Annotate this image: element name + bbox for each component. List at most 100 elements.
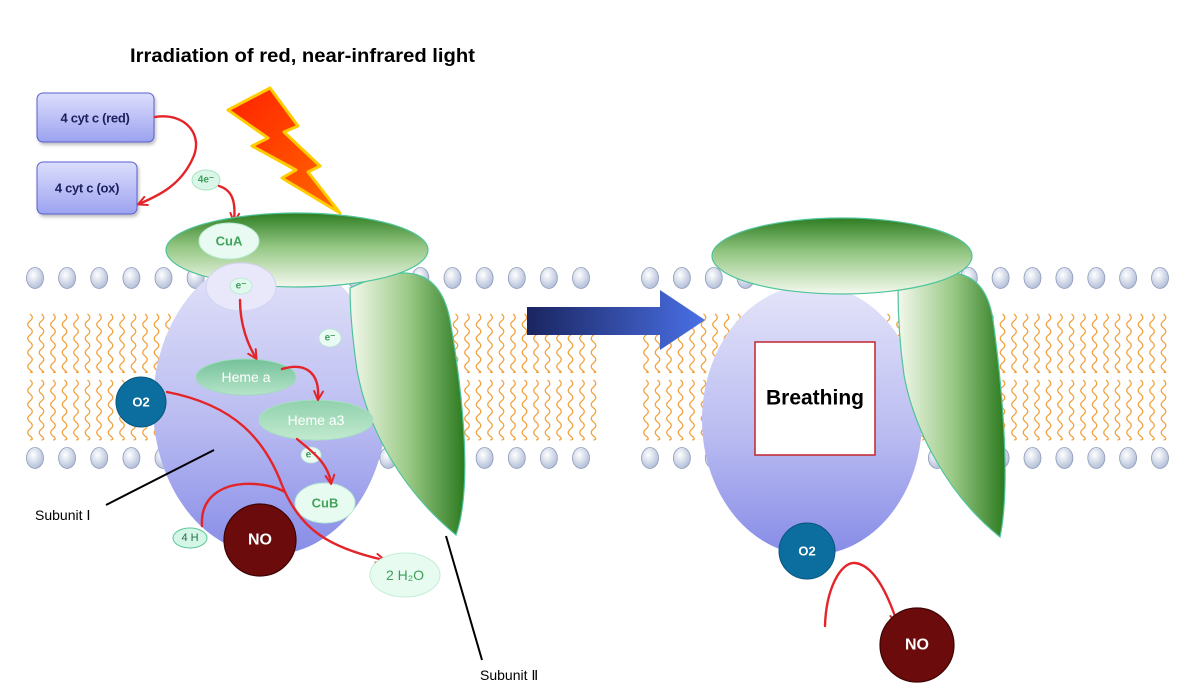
lipid-head: [704, 267, 723, 289]
lipid-tail: [73, 379, 79, 441]
lipid-tail: [464, 379, 470, 441]
lipid-tail: [1114, 379, 1121, 441]
cyt-c-oxidized-box: [36, 161, 138, 215]
four-electrons-label: 4e⁻: [198, 175, 214, 186]
lipid-tail: [544, 379, 551, 441]
lipid-tail: [521, 379, 528, 441]
lipid-tail: [107, 379, 114, 441]
electron-badge-2: [318, 328, 342, 348]
lipid-tail: [1034, 313, 1040, 374]
lipid-tail: [556, 379, 562, 441]
lipid-tail: [1011, 313, 1017, 374]
lipid-head: [58, 447, 76, 469]
lipid-head: [540, 447, 558, 469]
lipid-tail: [1057, 379, 1063, 441]
lipid-tail: [1080, 313, 1086, 374]
cyt-c-oxidized-label: 4 cyt c (ox): [55, 181, 119, 196]
lipid-tail: [510, 379, 516, 441]
lipid-tail: [61, 379, 68, 441]
lipid-tail: [475, 379, 482, 441]
lipid-head: [1119, 447, 1137, 469]
electron-to-heme-a-arrow: [238, 298, 258, 360]
lipid-tail: [1091, 313, 1098, 374]
lipid-tail: [119, 313, 125, 374]
lipid-head: [26, 447, 44, 469]
lipid-tail: [1137, 313, 1144, 374]
lipid-tail: [1022, 313, 1029, 374]
cua-site: [198, 222, 260, 260]
lipid-tail: [153, 313, 160, 374]
lipid-tail: [487, 379, 493, 441]
lipid-tail: [567, 379, 574, 441]
subunit-2-body-after: [897, 272, 1006, 539]
protons-path: [200, 482, 287, 528]
lipid-tail: [1137, 379, 1144, 441]
lipid-tail: [700, 313, 707, 374]
lipid-tail: [1034, 379, 1040, 441]
cyt-c-reduced-label: 4 cyt c (red): [60, 111, 129, 126]
electron-label-2: e⁻: [325, 333, 336, 344]
cytochrome-c-group: 4 cyt c (red) 4 cyt c (ox) 4e⁻: [36, 92, 241, 224]
water-label: 2 H₂O: [386, 567, 424, 583]
lipid-tail: [1149, 313, 1155, 374]
protons-badge: [172, 527, 208, 549]
lipid-tail: [521, 313, 528, 374]
lipid-tail: [475, 313, 482, 374]
nitric-oxide-molecule-after: [879, 607, 955, 683]
electron-label-3: e⁻: [306, 450, 317, 461]
lipid-head: [58, 267, 76, 289]
electron-badge-3: [300, 446, 322, 464]
lipid-tail: [1149, 379, 1155, 441]
lipid-tail: [666, 379, 672, 441]
lipid-tail: [38, 313, 45, 374]
lipid-head: [641, 267, 659, 289]
oxygen-label-after: O2: [798, 544, 815, 559]
lipid-tail: [73, 313, 79, 374]
enzyme-cap-after: [711, 217, 973, 295]
lipid-tail: [50, 379, 56, 441]
lipid-tail: [1080, 379, 1086, 441]
lipid-head: [572, 267, 590, 289]
enzyme-after: Breathing O2 NO: [702, 217, 1006, 683]
lipid-head: [90, 447, 109, 469]
heme-a-site: [195, 358, 297, 396]
right-arrow-icon: [527, 290, 705, 350]
heme-a-label: Heme a: [221, 369, 270, 385]
four-electrons-badge: [191, 169, 221, 191]
lipid-tail: [96, 313, 102, 374]
lipid-tail: [1114, 313, 1121, 374]
lipid-tail: [464, 313, 470, 374]
electron-label-1: e⁻: [236, 281, 247, 292]
nitric-oxide-label-after: NO: [905, 637, 929, 654]
lipid-head: [1119, 267, 1137, 289]
lipid-head: [507, 447, 526, 469]
lipid-tail: [590, 379, 597, 441]
lipid-tail: [643, 379, 649, 441]
lipid-tail: [579, 379, 585, 441]
lipid-tail: [1011, 379, 1017, 441]
breathing-box: [754, 341, 876, 456]
electrons-to-cua-arrow: [217, 184, 241, 224]
subunit-1-label: Subunit Ⅰ: [35, 507, 91, 523]
lipid-tail: [533, 379, 539, 441]
electron-badge-1: [229, 277, 253, 295]
lipid-head: [673, 267, 691, 289]
lipid-tail: [1160, 313, 1167, 374]
lipid-tail: [1091, 379, 1098, 441]
lipid-head: [641, 447, 659, 469]
lipid-tail: [1103, 379, 1109, 441]
oxygen-molecule-after: [778, 522, 836, 580]
lipid-tail: [130, 313, 137, 374]
lipid-tail: [96, 379, 102, 441]
lipid-head: [991, 267, 1010, 289]
lipid-tail: [1068, 313, 1075, 374]
lipid-head: [475, 267, 494, 289]
lipid-tail: [142, 313, 148, 374]
lipid-tail: [999, 313, 1006, 374]
lipid-tail: [654, 379, 661, 441]
lipid-tail: [50, 313, 56, 374]
cua-label: CuA: [216, 234, 243, 249]
lipid-tail: [1103, 313, 1109, 374]
lipid-head: [540, 267, 558, 289]
cyt-c-oxidation-arrow: [136, 115, 198, 207]
